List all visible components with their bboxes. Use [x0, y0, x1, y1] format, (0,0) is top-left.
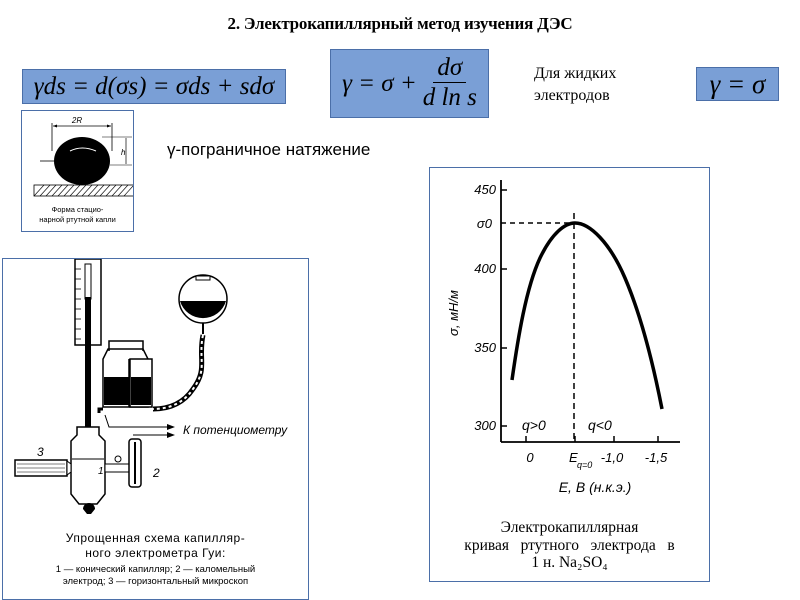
- gouy-electrometer-figure: К потенциометру 2 1 3 Упрощенная схема к…: [2, 258, 309, 600]
- note-line-1: Для жидких: [534, 65, 617, 82]
- y-tick-350: 350: [474, 340, 496, 355]
- formula-text: γ = σ: [709, 68, 766, 99]
- potentiometer-label: К потенциометру: [183, 423, 288, 437]
- x-tick-minus-1-5: -1,5: [645, 450, 668, 465]
- drop-caption-1: Форма стацио-: [51, 205, 104, 214]
- gamma-definition: γ-пограничное натяжение: [167, 140, 371, 159]
- apparatus-legend-1: 1 — конический капилляр; 2 — каломельный: [55, 564, 256, 575]
- y-tick-sigma0: σ0: [477, 216, 493, 231]
- fraction-numerator: dσ: [433, 54, 467, 83]
- x-tick-e-sub: q=0: [577, 460, 592, 470]
- note-line-2: электродов: [534, 87, 610, 104]
- chart-caption-2: кривая ртутного электрода в: [464, 537, 675, 554]
- liquid-electrodes-note: Для жидких электродов: [534, 63, 616, 107]
- x-tick-minus-1: -1,0: [601, 450, 624, 465]
- formula-gibbs-box: γds = d(σs) = σds + sdσ: [22, 69, 286, 104]
- label-2: 2: [152, 466, 160, 480]
- region-positive-charge: q>0: [522, 417, 546, 433]
- x-tick-0: 0: [526, 450, 534, 465]
- apparatus-caption-1: Упрощенная схема капилляр-: [65, 531, 246, 545]
- y-tick-450: 450: [474, 182, 496, 197]
- formula-liquid-box: γ = σ: [696, 67, 779, 101]
- apparatus-caption-2: ного электрометра Гуи:: [85, 546, 226, 560]
- chart-caption-1: Электрокапиллярная: [500, 519, 639, 536]
- label-3: 3: [37, 445, 44, 459]
- mercury-drop-figure: 2R h Форма стацио- нарной ртутной капли: [21, 110, 135, 232]
- slide-title: 2. Электрокапиллярный метод изучения ДЭС: [227, 14, 573, 33]
- fraction: dσ d ln s: [423, 54, 477, 113]
- mercury-drop-illustration: 2R h: [33, 116, 135, 197]
- y-tick-400: 400: [474, 261, 496, 276]
- region-negative-charge: q<0: [588, 417, 612, 433]
- x-axis-label: E, B (н.к.э.): [559, 479, 632, 495]
- electrometer-illustration: К потенциометру 2 1 3: [14, 258, 288, 514]
- y-tick-300: 300: [474, 418, 496, 433]
- y-axis-label: σ, мН/м: [446, 290, 461, 336]
- label-1: 1: [98, 466, 104, 477]
- electrocapillary-plot: 450 σ0 400 350 300 σ, мН/м q>0 q<0 0 E q…: [446, 180, 680, 495]
- fraction-denominator: d ln s: [422, 84, 477, 111]
- formula-text: γds = d(σs) = σds + sdσ: [33, 72, 275, 100]
- drop-caption-2: нарной ртутной капли: [39, 215, 116, 224]
- electrocapillary-chart: 450 σ0 400 350 300 σ, мН/м q>0 q<0 0 E q…: [429, 167, 710, 582]
- dimension-2r: 2R: [71, 116, 82, 125]
- chart-caption-3: 1 н. Na₂SO₄: [531, 554, 608, 571]
- x-tick-e: E: [569, 450, 578, 465]
- formula-gamma-box: γ = σ + dσ d ln s: [330, 49, 489, 118]
- apparatus-legend-2: электрод; 3 — горизонтальный микроскоп: [62, 576, 249, 587]
- dimension-h: h: [121, 148, 126, 157]
- formula-lhs: γ = σ +: [342, 69, 417, 97]
